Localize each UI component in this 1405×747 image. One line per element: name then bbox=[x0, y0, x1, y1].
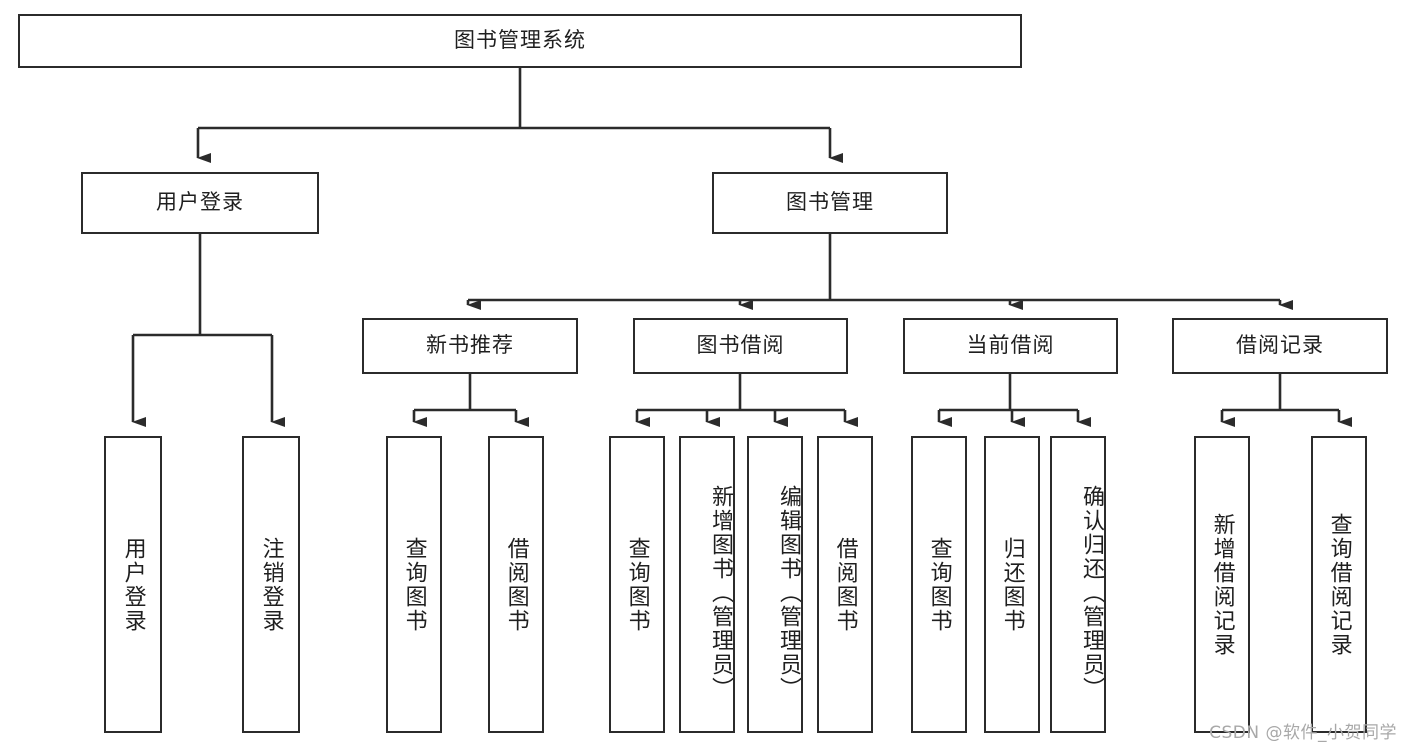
watermark: CSDN @软件_小贺同学 bbox=[1209, 723, 1397, 743]
node-new-book-recommend[interactable]: 新书推荐 bbox=[362, 318, 578, 374]
node-leaf-add-record[interactable]: 新增借阅记录 bbox=[1194, 436, 1250, 733]
node-leaf-user-login[interactable]: 用户登录 bbox=[104, 436, 162, 733]
node-leaf-borrow-book-2-label: 借阅图书 bbox=[832, 536, 858, 633]
node-leaf-add-book-label: 新增图书（管理员） bbox=[708, 484, 733, 701]
node-root-label: 图书管理系统 bbox=[454, 28, 586, 53]
node-book-borrow[interactable]: 图书借阅 bbox=[633, 318, 848, 374]
node-leaf-logout[interactable]: 注销登录 bbox=[242, 436, 300, 733]
node-leaf-return-book-label: 归还图书 bbox=[999, 536, 1025, 633]
node-book-manage[interactable]: 图书管理 bbox=[712, 172, 948, 234]
node-leaf-user-login-label: 用户登录 bbox=[120, 536, 146, 633]
node-leaf-query-book-1[interactable]: 查询图书 bbox=[386, 436, 442, 733]
node-leaf-edit-book[interactable]: 编辑图书（管理员） bbox=[747, 436, 803, 733]
node-leaf-query-book-1-label: 查询图书 bbox=[401, 536, 427, 633]
node-book-manage-label: 图书管理 bbox=[786, 190, 874, 215]
node-leaf-confirm-return[interactable]: 确认归还（管理员） bbox=[1050, 436, 1106, 733]
node-leaf-query-book-3[interactable]: 查询图书 bbox=[911, 436, 967, 733]
node-current-borrow[interactable]: 当前借阅 bbox=[903, 318, 1118, 374]
node-root[interactable]: 图书管理系统 bbox=[18, 14, 1022, 68]
node-leaf-edit-book-label: 编辑图书（管理员） bbox=[776, 484, 801, 701]
node-current-borrow-label: 当前借阅 bbox=[966, 333, 1055, 358]
node-user-login-label: 用户登录 bbox=[156, 190, 244, 215]
node-leaf-borrow-book-1-label: 借阅图书 bbox=[503, 536, 529, 633]
node-leaf-query-book-2-label: 查询图书 bbox=[624, 536, 650, 633]
node-borrow-record-label: 借阅记录 bbox=[1236, 333, 1324, 358]
node-leaf-return-book[interactable]: 归还图书 bbox=[984, 436, 1040, 733]
node-leaf-query-record[interactable]: 查询借阅记录 bbox=[1311, 436, 1367, 733]
node-leaf-confirm-return-label: 确认归还（管理员） bbox=[1079, 484, 1104, 701]
node-leaf-query-book-2[interactable]: 查询图书 bbox=[609, 436, 665, 733]
node-leaf-query-book-3-label: 查询图书 bbox=[926, 536, 952, 633]
node-leaf-query-record-label: 查询借阅记录 bbox=[1326, 512, 1352, 657]
node-leaf-borrow-book-1[interactable]: 借阅图书 bbox=[488, 436, 544, 733]
node-borrow-record[interactable]: 借阅记录 bbox=[1172, 318, 1388, 374]
node-new-book-recommend-label: 新书推荐 bbox=[426, 333, 514, 358]
node-leaf-logout-label: 注销登录 bbox=[258, 536, 284, 633]
node-user-login[interactable]: 用户登录 bbox=[81, 172, 319, 234]
node-book-borrow-label: 图书借阅 bbox=[696, 333, 785, 358]
node-leaf-add-book[interactable]: 新增图书（管理员） bbox=[679, 436, 735, 733]
node-leaf-add-record-label: 新增借阅记录 bbox=[1209, 512, 1235, 657]
node-leaf-borrow-book-2[interactable]: 借阅图书 bbox=[817, 436, 873, 733]
